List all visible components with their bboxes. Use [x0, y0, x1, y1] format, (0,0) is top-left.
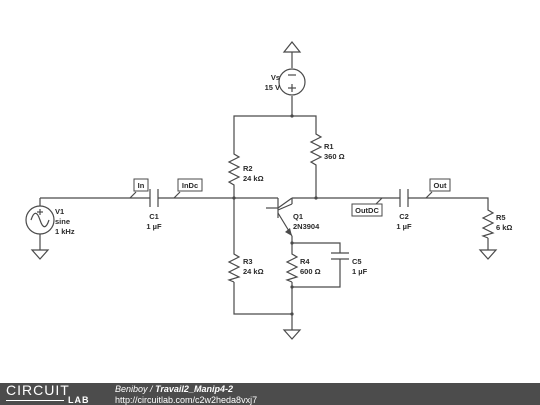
- capacitor-c5[interactable]: C5 1 µF: [331, 252, 368, 276]
- transistor-q1[interactable]: Q1 2N3904: [266, 197, 320, 237]
- v1-value-frequency: 1 kHz: [55, 227, 75, 236]
- resistor-r2[interactable]: R2 24 kΩ: [227, 150, 264, 188]
- net-label-in-text: In: [138, 181, 145, 190]
- net-label-in[interactable]: In: [129, 178, 149, 199]
- author-title-line: Beniboy / Travail2_Manip4-2: [115, 384, 233, 394]
- resistor-r1[interactable]: R1 360 Ω: [309, 130, 345, 168]
- emitter-arrow-icon: [285, 228, 292, 236]
- junction-dot: [290, 241, 294, 245]
- net-label-indc[interactable]: InDc: [173, 178, 203, 199]
- resistor-r3[interactable]: R3 24 kΩ: [227, 250, 264, 283]
- footer-bar: CIRCUIT LAB Beniboy / Travail2_Manip4-2 …: [0, 383, 540, 405]
- voltage-source-vs[interactable]: Vs 15 V: [265, 68, 306, 96]
- net-label-outdc[interactable]: OutDC: [351, 197, 383, 217]
- v1-value-waveform: sine: [55, 217, 70, 226]
- circuit-schematic: Vs 15 V R1 360 Ω R2 24 kΩ R3 24 kΩ R4 60…: [25, 41, 512, 340]
- sine-source-v1[interactable]: V1 sine 1 kHz: [25, 205, 75, 236]
- junction-dots: [232, 114, 318, 316]
- circuitlab-logo-subline: LAB: [6, 395, 101, 405]
- ground-symbol-icon: [30, 249, 50, 260]
- circuitlab-logo[interactable]: CIRCUIT: [6, 382, 70, 398]
- junction-dot: [290, 285, 294, 289]
- net-label-out[interactable]: Out: [425, 178, 451, 199]
- r3-name: R3: [243, 257, 253, 266]
- ground-symbol-icon: [478, 249, 498, 260]
- r4-name: R4: [300, 257, 310, 266]
- c1-name: C1: [149, 212, 159, 221]
- r3-value: 24 kΩ: [243, 267, 264, 276]
- c5-name: C5: [352, 257, 362, 266]
- junction-dot: [290, 114, 294, 118]
- logo-wire-line: [6, 400, 64, 401]
- vs-value: 15 V: [265, 83, 280, 92]
- circuit-url-link[interactable]: http://circuitlab.com/c2w2heda8vxj7: [115, 395, 258, 405]
- r1-value: 360 Ω: [324, 152, 345, 161]
- circuitlab-logo-lab: LAB: [68, 395, 90, 405]
- capacitor-c1[interactable]: C1 1 µF: [146, 189, 162, 231]
- c2-value: 1 µF: [396, 222, 412, 231]
- r4-value: 600 Ω: [300, 267, 321, 276]
- r5-value: 6 kΩ: [496, 223, 512, 232]
- circuit-title[interactable]: Travail2_Manip4-2: [155, 384, 233, 394]
- r1-name: R1: [324, 142, 334, 151]
- c2-name: C2: [399, 212, 409, 221]
- c1-value: 1 µF: [146, 222, 162, 231]
- junction-dot: [314, 196, 318, 200]
- net-label-indc-text: InDc: [182, 181, 198, 190]
- q1-name: Q1: [293, 212, 303, 221]
- ground-symbol-icon: [282, 314, 302, 340]
- breadcrumb-separator: /: [150, 384, 153, 394]
- c5-value: 1 µF: [352, 267, 368, 276]
- net-label-outdc-text: OutDC: [355, 206, 379, 215]
- resistor-r5[interactable]: R5 6 kΩ: [481, 206, 512, 239]
- v1-name: V1: [55, 207, 64, 216]
- r5-name: R5: [496, 213, 506, 222]
- capacitor-c2[interactable]: C2 1 µF: [396, 189, 412, 231]
- r2-value: 24 kΩ: [243, 174, 264, 183]
- r2-name: R2: [243, 164, 253, 173]
- net-label-out-text: Out: [434, 181, 447, 190]
- vs-name: Vs: [271, 73, 280, 82]
- q1-value: 2N3904: [293, 222, 320, 231]
- author-name[interactable]: Beniboy: [115, 384, 148, 394]
- supply-arrow-icon: [282, 41, 302, 53]
- resistor-r4[interactable]: R4 600 Ω: [285, 250, 321, 283]
- junction-dot: [232, 196, 236, 200]
